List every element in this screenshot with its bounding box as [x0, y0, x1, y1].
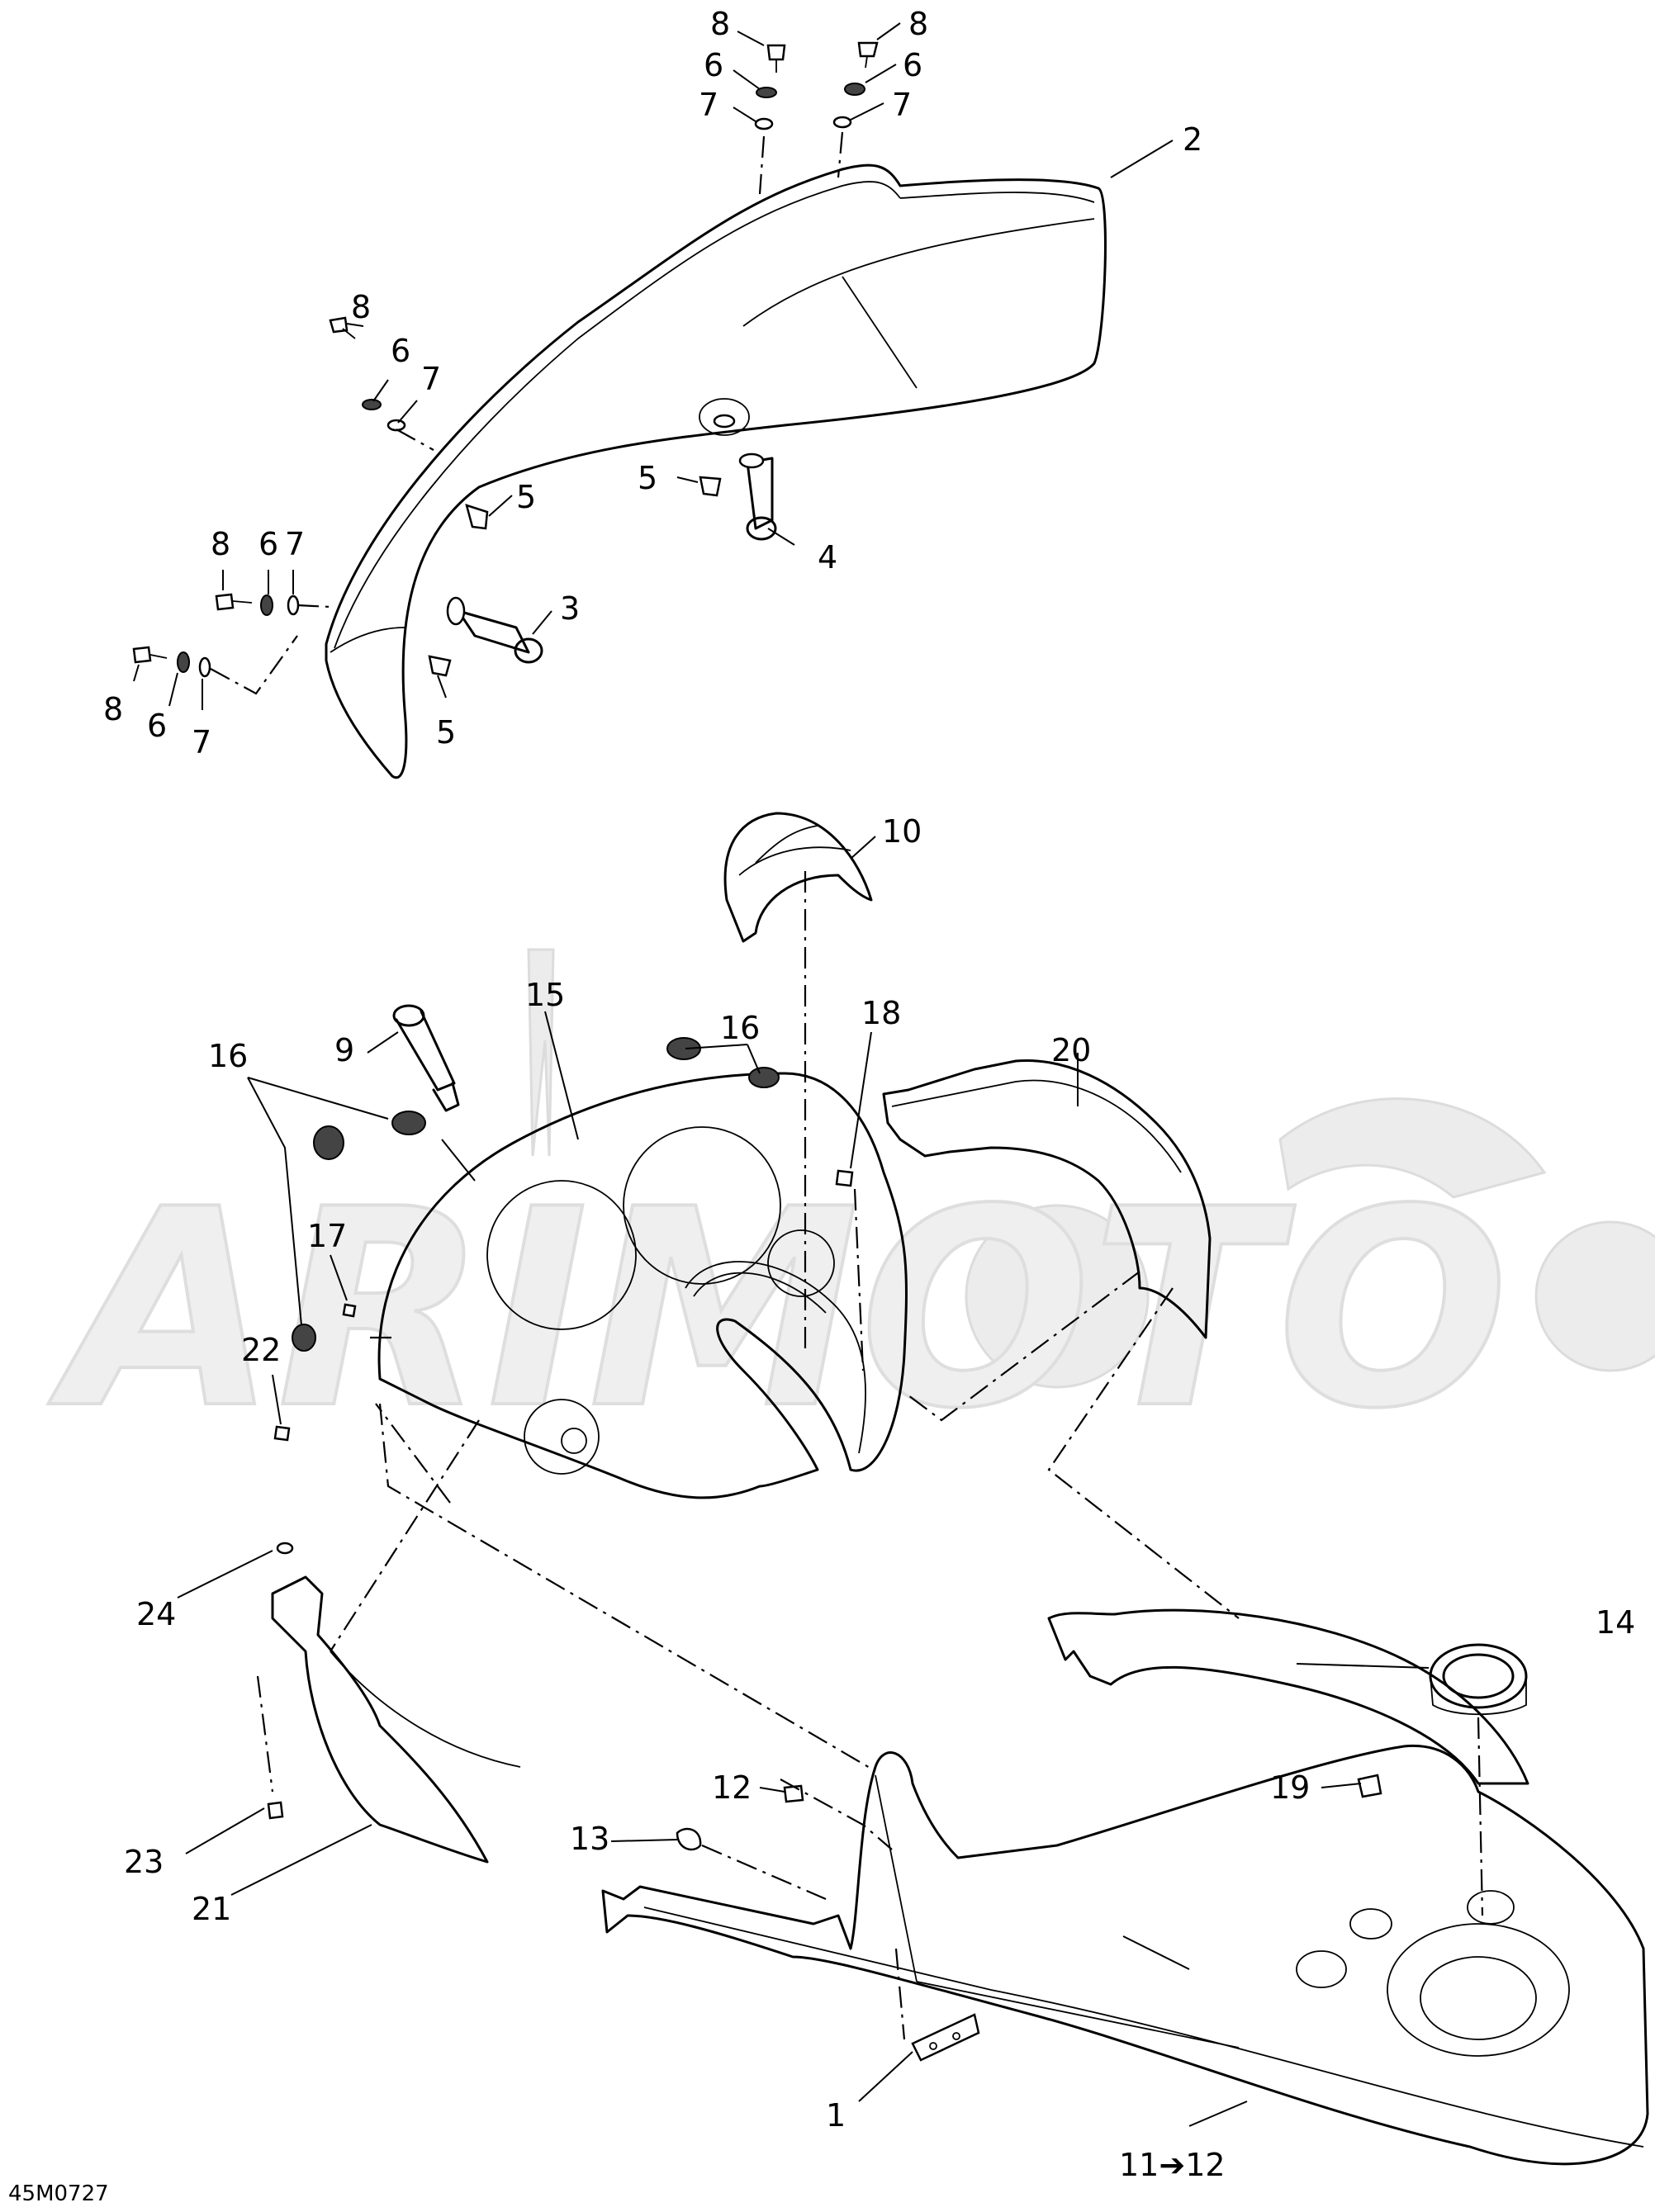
callout-16-left: 16: [208, 1038, 248, 1074]
callout-12: 12: [712, 1769, 752, 1806]
hardware-stack-lower-b: [132, 646, 211, 678]
part-14-ring: [1429, 1643, 1528, 1716]
callout-20: 20: [1051, 1032, 1091, 1068]
callout-6-mid-left: 6: [391, 333, 410, 369]
callout-18: 18: [861, 995, 901, 1031]
watermark-text: ARIMOTO: [45, 1151, 1509, 1468]
callout-9: 9: [334, 1032, 354, 1068]
callout-17: 17: [307, 1218, 347, 1254]
callout-13: 13: [570, 1821, 609, 1857]
hardware-stack-top-left: [754, 44, 786, 130]
callout-10: 10: [882, 813, 922, 850]
callout-7-mid-left: 7: [421, 361, 441, 397]
part-20-trim: [882, 1059, 1212, 1339]
watermark: ARIMOTO: [43, 948, 1655, 1470]
callout-23: 23: [124, 1844, 164, 1880]
part-3-bumper: [446, 596, 543, 664]
callout-8-top-left: 8: [710, 6, 730, 42]
callout-7-top-left: 7: [699, 87, 718, 123]
rivets-5: [428, 476, 722, 677]
hardware-stack-top-right: [832, 41, 879, 129]
callout-4: 4: [818, 539, 837, 575]
callout-8-lower-a: 8: [211, 526, 230, 562]
diagram-code: 45M0727: [8, 2181, 109, 2206]
callout-3: 3: [560, 590, 580, 627]
part-2-upper-cover: [325, 163, 1107, 779]
callout-11-to-12: 11➔12: [1119, 2147, 1226, 2183]
callout-8-lower-b: 8: [103, 691, 123, 727]
callout-19: 19: [1270, 1769, 1310, 1806]
callout-5-upper: 5: [516, 479, 536, 515]
callout-16-right: 16: [720, 1010, 760, 1046]
callout-6-top-left: 6: [704, 47, 723, 83]
callout-5-lower: 5: [436, 714, 456, 751]
callout-1: 1: [826, 2097, 846, 2134]
callout-7-lower-b: 7: [192, 724, 211, 760]
callout-22: 22: [241, 1332, 281, 1368]
part-4-bumper: [738, 452, 777, 541]
connection-lines: [210, 131, 1484, 2040]
hardware-stack-mid-left: [329, 316, 406, 432]
hardware-stack-lower-a: [215, 593, 300, 616]
callout-14: 14: [1596, 1604, 1635, 1641]
screws-17-18-22: [273, 1169, 854, 1442]
part-9-plug: [392, 1004, 460, 1112]
callout-7-top-right: 7: [892, 87, 912, 123]
callout-6-lower-b: 6: [147, 708, 167, 744]
callout-7-lower-a: 7: [285, 526, 305, 562]
part-21-side-panel: [267, 1542, 521, 1864]
callout-8-top-right: 8: [908, 6, 928, 42]
callout-24: 24: [136, 1596, 176, 1632]
callout-2: 2: [1183, 121, 1202, 158]
callout-5-mid: 5: [638, 460, 657, 496]
callout-8-mid-left: 8: [351, 289, 371, 325]
part-10-cap: [723, 812, 873, 943]
callout-15: 15: [525, 977, 565, 1013]
part-15-dash-panel: [377, 1072, 908, 1499]
callout-6-top-right: 6: [903, 47, 922, 83]
grommets-16: [292, 1037, 780, 1352]
callout-6-lower-a: 6: [258, 526, 278, 562]
part-11-lower-body: [601, 1608, 1649, 2166]
callout-21: 21: [192, 1891, 231, 1927]
callout-labels: 8 6 7 8 6 7 2 8 6 7 5 5 4 8 6 7 3 8 6 7 …: [8, 6, 1635, 2206]
leader-lines: [133, 22, 1430, 2127]
